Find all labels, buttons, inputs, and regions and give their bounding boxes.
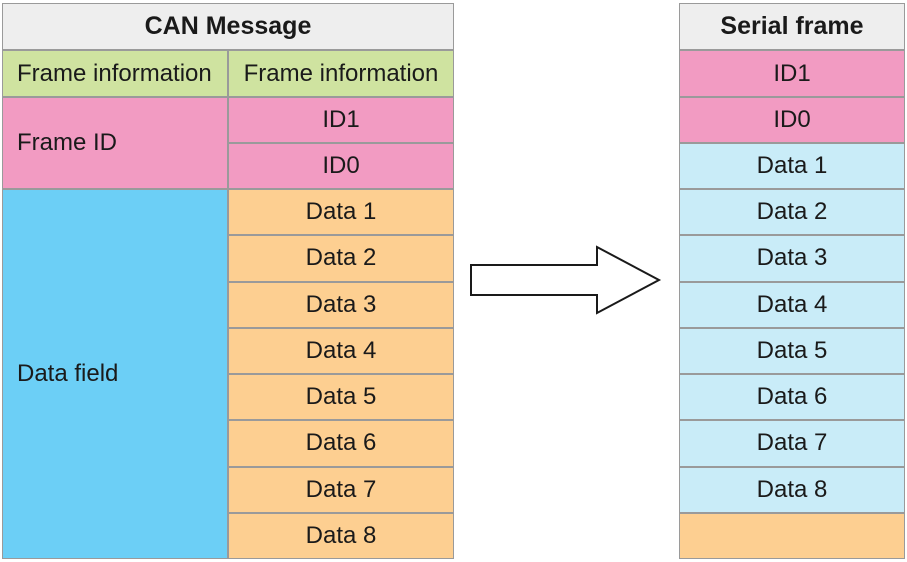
serial-frame-row: Data 1 xyxy=(679,143,905,189)
serial-frame-row: Data 2 xyxy=(679,189,905,236)
serial-frame-row: Data 8 xyxy=(679,466,905,513)
serial-frame-header: Serial frame xyxy=(679,3,905,50)
can-data-row: Data 1 xyxy=(228,189,454,236)
can-data-row: Data 7 xyxy=(228,466,454,513)
can-message-header: CAN Message xyxy=(2,3,454,50)
serial-frame-row: ID1 xyxy=(679,50,905,97)
can-data-row: Data 4 xyxy=(228,327,454,374)
serial-frame-row: Data 5 xyxy=(679,327,905,374)
frame-id-label: Frame ID xyxy=(2,97,228,189)
can-data-row: Data 8 xyxy=(228,512,454,559)
can-data-row: Data 6 xyxy=(228,420,454,467)
frame-information-value: Frame information xyxy=(228,50,454,97)
can-id1-cell: ID1 xyxy=(228,97,454,143)
serial-frame-row: Data 4 xyxy=(679,281,905,328)
frame-information-label: Frame information xyxy=(2,50,228,97)
can-data-row: Data 2 xyxy=(228,235,454,282)
right-arrow-icon xyxy=(470,245,662,315)
can-data-row: Data 5 xyxy=(228,374,454,421)
serial-frame-row xyxy=(679,512,905,559)
can-data-row: Data 3 xyxy=(228,281,454,328)
can-id0-cell: ID0 xyxy=(228,143,454,189)
serial-frame-row: Data 7 xyxy=(679,420,905,467)
data-field-label: Data field xyxy=(2,189,228,559)
serial-frame-row: ID0 xyxy=(679,97,905,143)
serial-frame-row: Data 3 xyxy=(679,235,905,282)
serial-frame-row: Data 6 xyxy=(679,374,905,421)
